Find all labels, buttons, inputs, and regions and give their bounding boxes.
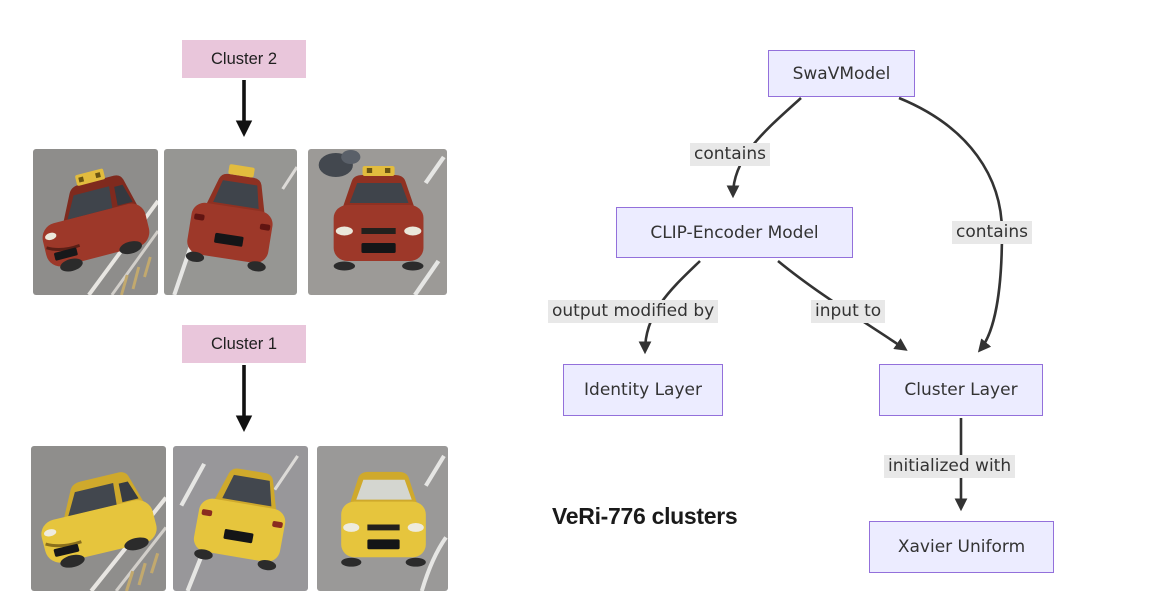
node-identity-layer: Identity Layer <box>563 364 723 416</box>
red-taxi-rear-image <box>164 149 297 295</box>
node-xavier-uniform: Xavier Uniform <box>869 521 1054 573</box>
node-swavmodel-label: SwaVModel <box>792 63 891 84</box>
cluster1-photo-3 <box>317 446 448 591</box>
edge-label-input-to: input to <box>811 300 886 323</box>
node-xavier-uniform-label: Xavier Uniform <box>897 537 1026 557</box>
node-clip-encoder-model-label: CLIP-Encoder Model <box>650 222 819 243</box>
cluster2-photo-3 <box>308 149 447 295</box>
cluster2-tag: Cluster 2 <box>182 40 306 78</box>
node-cluster-layer: Cluster Layer <box>879 364 1043 416</box>
cluster1-tag: Cluster 1 <box>182 325 306 363</box>
edge-label-initialized-with: initialized with <box>884 455 1016 478</box>
edge-label-contains-cluster: contains <box>952 221 1032 244</box>
yellow-car-front-quarter-image <box>31 446 166 591</box>
node-swavmodel: SwaVModel <box>768 50 915 97</box>
red-taxi-front-image <box>308 149 447 295</box>
yellow-car-front-image <box>317 446 448 591</box>
cluster1-tag-label: Cluster 1 <box>210 334 278 353</box>
node-cluster-layer-label: Cluster Layer <box>904 380 1018 400</box>
cluster1-photo-1 <box>31 446 166 591</box>
edge-label-output-modified-by: output modified by <box>548 300 719 323</box>
cluster2-tag-label: Cluster 2 <box>210 49 278 68</box>
figure-caption: VeRi-776 clusters <box>552 503 738 529</box>
edge-label-contains-clip: contains <box>690 143 770 166</box>
cluster2-photo-1 <box>33 149 158 295</box>
node-clip-encoder-model: CLIP-Encoder Model <box>616 207 853 258</box>
node-identity-layer-label: Identity Layer <box>584 380 702 400</box>
cluster1-photo-2 <box>173 446 308 591</box>
red-taxi-front-quarter-image <box>33 149 158 295</box>
yellow-car-rear-image <box>173 446 308 591</box>
cluster2-photo-2 <box>164 149 297 295</box>
